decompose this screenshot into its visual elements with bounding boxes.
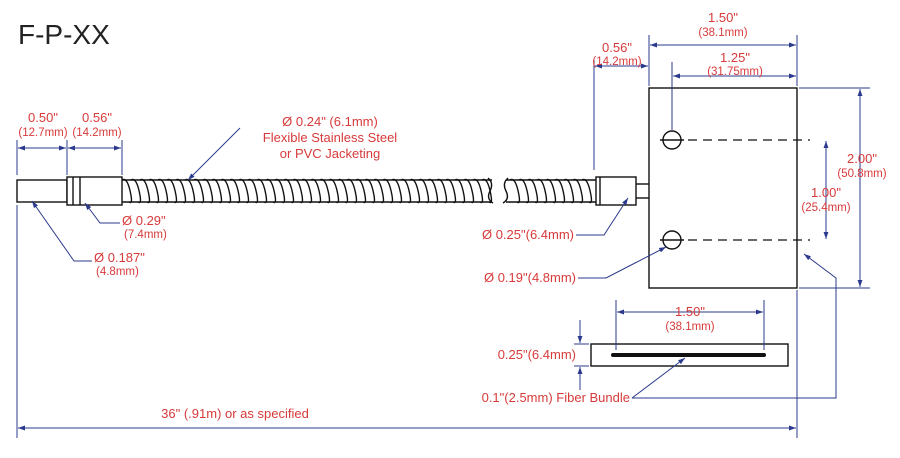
hole-spacing-dimension: 1.00" (25.4mm)	[801, 141, 851, 239]
end-view-width-mm: (38.1mm)	[665, 321, 714, 333]
edge-to-hole-in: 1.25"	[720, 50, 750, 65]
block-height-mm: (50.8mm)	[837, 168, 886, 180]
jacket-diameter: Ø 0.24" (6.1mm)	[282, 114, 378, 129]
ferrule-length-mm: (14.2mm)	[72, 127, 121, 139]
tip-diameter-callout: Ø 0.187" (4.8mm)	[31, 200, 145, 278]
tip-length-in: 0.50"	[28, 110, 58, 125]
hole-diameter: Ø 0.19"(4.8mm)	[484, 270, 576, 285]
hole-offset-dimension: 0.56" (14.2mm)	[592, 40, 648, 170]
tip-length-dimension: 0.50" (12.7mm) 0.56" (14.2mm)	[16, 110, 123, 175]
hole-spacing-in: 1.00"	[811, 185, 841, 200]
hole-spacing-mm: (25.4mm)	[801, 202, 850, 214]
mounting-block	[648, 87, 810, 289]
probe-tip	[16, 179, 68, 203]
end-view-thickness-dimension: 0.25"(6.4mm)	[498, 320, 589, 390]
block-width-dimension: 1.50" (38.1mm)	[648, 10, 798, 86]
overall-length: 36" (.91m) or as specified	[161, 406, 309, 421]
edge-to-hole-mm: (31.75mm)	[707, 66, 763, 78]
flexible-jacket-left	[121, 177, 494, 204]
block-width-mm: (38.1mm)	[698, 27, 747, 39]
overall-length-dimension: 36" (.91m) or as specified	[16, 205, 798, 438]
tip-diameter-in: Ø 0.187"	[94, 250, 145, 265]
tip-diameter-mm: (4.8mm)	[96, 266, 139, 278]
tip-length-mm: (12.7mm)	[18, 127, 67, 139]
fiber-bundle-label: 0.1"(2.5mm) Fiber Bundle	[482, 390, 630, 405]
block-width-in: 1.50"	[708, 10, 738, 25]
probe-ferrule	[66, 176, 123, 206]
ferrule-diameter-mm: (7.4mm)	[124, 229, 167, 241]
fiber-bundle-callout: 0.1"(2.5mm) Fiber Bundle	[482, 253, 837, 405]
edge-to-hole-dimension: 1.25" (31.75mm)	[671, 50, 796, 130]
end-view-width-in: 1.50"	[675, 304, 705, 319]
collar-diameter: Ø 0.25"(6.4mm)	[482, 227, 574, 242]
ferrule-length-in: 0.56"	[82, 110, 112, 125]
end-view-width-dimension: 1.50" (38.1mm)	[615, 300, 765, 350]
jacket-material-line1: Flexible Stainless Steel	[263, 130, 398, 145]
model-title: F-P-XX	[18, 19, 110, 50]
collar-diameter-callout: Ø 0.25"(6.4mm)	[482, 197, 629, 242]
hole-diameter-callout: Ø 0.19"(4.8mm)	[484, 246, 667, 285]
hole-offset-in: 0.56"	[602, 40, 632, 55]
flexible-jacket-right	[502, 177, 596, 204]
end-view-thickness: 0.25"(6.4mm)	[498, 347, 576, 362]
hole-offset-mm: (14.2mm)	[592, 56, 641, 68]
block-collar	[595, 176, 649, 206]
jacket-callout: Ø 0.24" (6.1mm) Flexible Stainless Steel…	[187, 114, 398, 181]
block-height-dimension: 2.00" (50.8mm)	[799, 87, 887, 289]
jacket-material-line2: or PVC Jacketing	[280, 146, 380, 161]
ferrule-diameter-callout: Ø 0.29" (7.4mm)	[84, 202, 167, 241]
end-view	[590, 343, 789, 367]
block-height-in: 2.00"	[847, 151, 877, 166]
ferrule-diameter-in: Ø 0.29"	[122, 213, 166, 228]
